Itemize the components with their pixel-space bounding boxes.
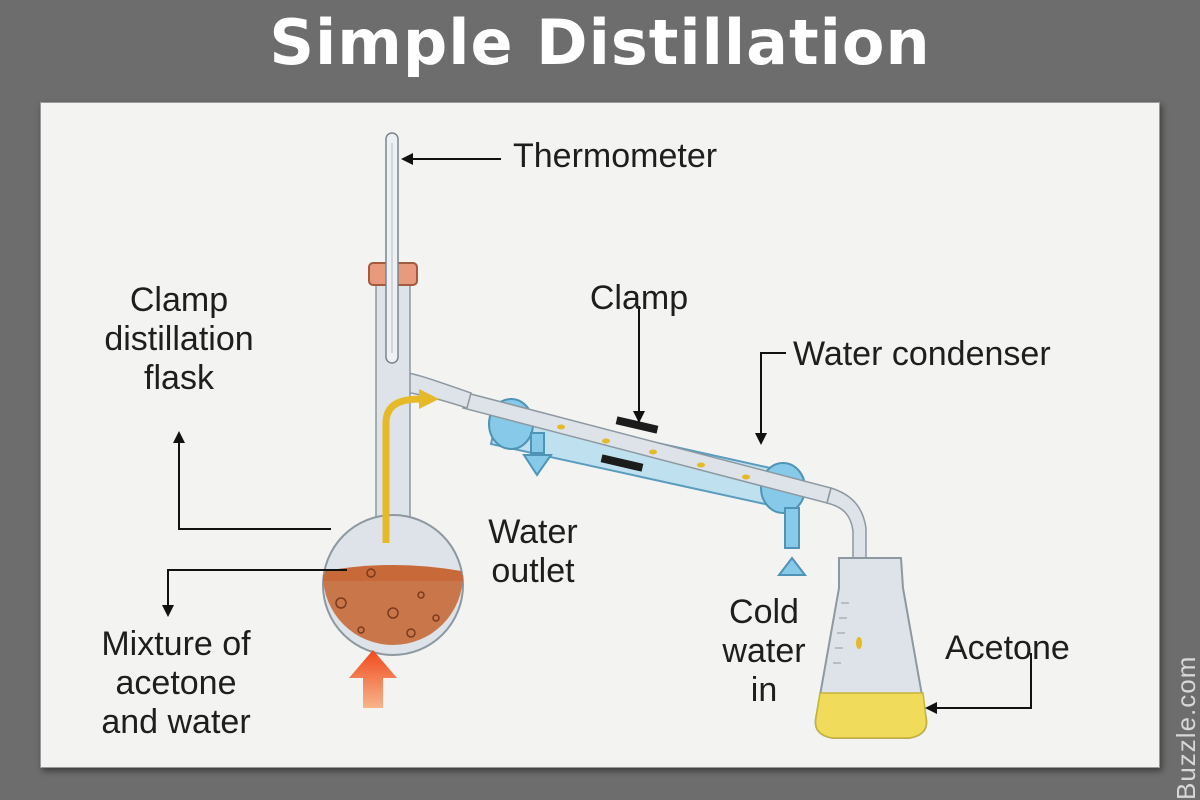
receiving-flask xyxy=(814,557,928,739)
condenser-clamp xyxy=(600,416,659,472)
label-clamp: Clamp xyxy=(589,279,689,317)
condenser xyxy=(462,392,832,514)
vapor-arrow-head xyxy=(419,389,439,409)
distillation-apparatus xyxy=(162,132,1032,739)
label-clamp-distillation-flask: Clamp distillation flask xyxy=(104,281,254,397)
label-thermometer: Thermometer xyxy=(513,137,718,175)
thermometer xyxy=(385,132,399,364)
diagram-title: Simple Distillation xyxy=(269,6,931,79)
cold-water-in-pipe xyxy=(776,507,808,576)
label-acetone: Acetone xyxy=(945,629,1070,667)
label-cold-water-in: Cold water in xyxy=(722,593,806,709)
water-outlet-pipe xyxy=(522,432,553,477)
diagram-card: Thermometer Clamp distillation flask Cla… xyxy=(40,102,1160,768)
watermark: Buzzle.com xyxy=(1171,655,1200,800)
distillation-flask xyxy=(322,514,464,656)
heat-arrow xyxy=(349,650,397,708)
label-water-condenser: Water condenser xyxy=(793,335,1051,373)
label-water-outlet: Water outlet xyxy=(488,513,578,590)
label-mixture: Mixture of acetone and water xyxy=(101,625,251,741)
leader-lines xyxy=(162,153,1032,714)
vapor-arrow xyxy=(382,395,422,543)
